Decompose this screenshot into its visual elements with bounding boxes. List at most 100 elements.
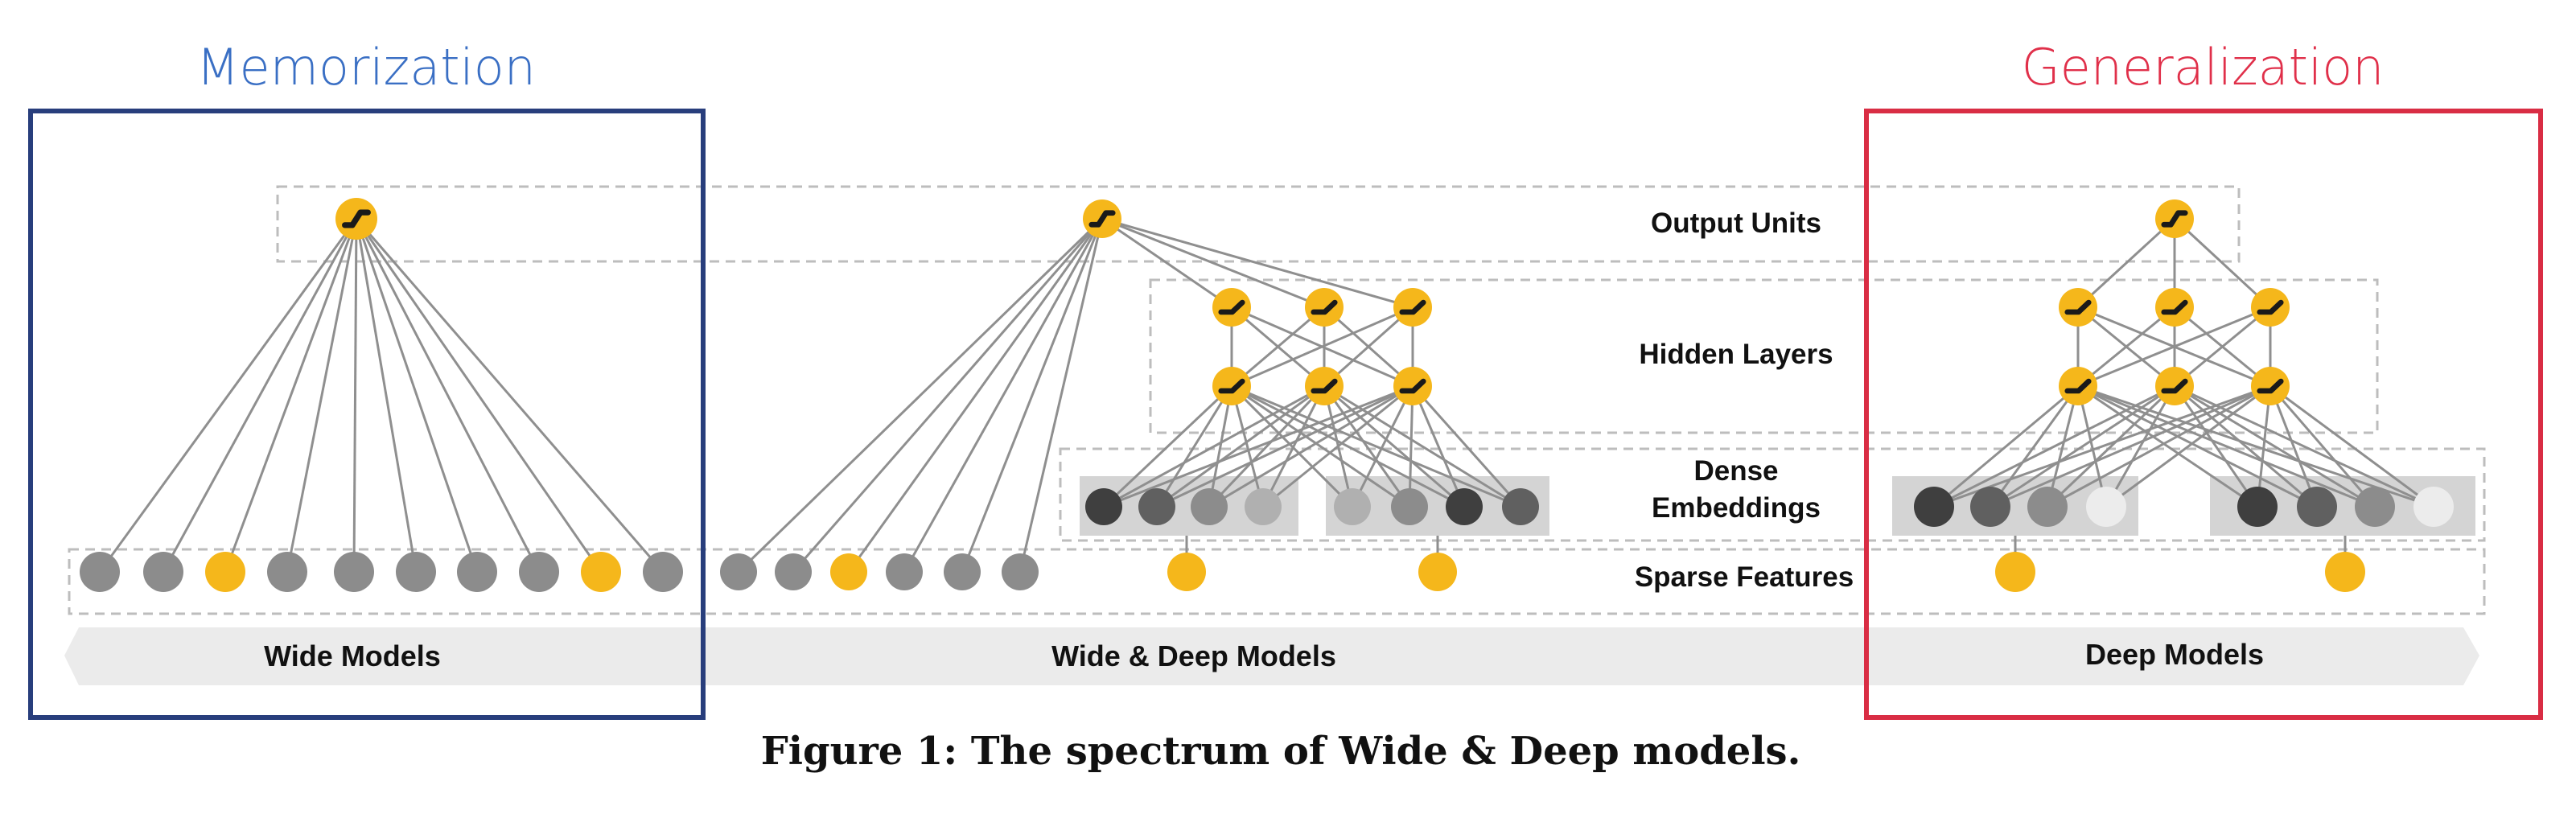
embedding-node bbox=[1138, 488, 1175, 525]
relu-unit-icon bbox=[2059, 288, 2097, 327]
embedding-node bbox=[2413, 487, 2454, 527]
relu-unit-icon bbox=[1212, 288, 1251, 327]
network-edge bbox=[2174, 384, 2376, 508]
sparse-feature-node bbox=[944, 553, 981, 590]
network-edge bbox=[2269, 385, 2376, 508]
network-edge bbox=[903, 218, 1104, 573]
network-edge bbox=[1323, 384, 1465, 508]
network-edge bbox=[1156, 384, 1414, 508]
embedding-node bbox=[1391, 488, 1428, 525]
network-edge bbox=[1990, 384, 2175, 508]
network-edge bbox=[1990, 384, 2271, 508]
network-edge bbox=[961, 218, 1104, 573]
network-edge bbox=[1323, 384, 1521, 508]
network-edge bbox=[1102, 384, 1233, 508]
sparse-features-box bbox=[68, 548, 2486, 615]
network-edge bbox=[1103, 384, 1325, 508]
sparse-feature-node bbox=[1995, 552, 2035, 592]
output-units-label: Output Units bbox=[1651, 208, 1821, 239]
sparse-feature-node bbox=[519, 552, 559, 592]
network-edge bbox=[1208, 384, 1326, 508]
network-edge bbox=[2077, 384, 2434, 508]
network-edge bbox=[2174, 384, 2318, 508]
network-edge bbox=[2076, 217, 2176, 309]
network-edge bbox=[1208, 384, 1414, 508]
sparse-feature-node bbox=[643, 552, 683, 592]
network-edge bbox=[2269, 385, 2319, 508]
network-edge bbox=[355, 218, 479, 573]
sigmoid-unit-icon bbox=[1083, 199, 1121, 238]
network-edge bbox=[2046, 384, 2176, 508]
network-edge bbox=[1208, 385, 1233, 508]
network-edge bbox=[1101, 217, 1232, 309]
sparse-feature-node bbox=[457, 552, 497, 592]
relu-unit-icon bbox=[2059, 367, 2097, 405]
network-edge bbox=[1323, 385, 1411, 508]
network-edge bbox=[2105, 385, 2176, 508]
network-edge bbox=[2256, 385, 2272, 508]
embedding-node bbox=[1245, 488, 1282, 525]
network-edge bbox=[1933, 384, 2271, 508]
relu-unit-icon bbox=[1393, 288, 1432, 327]
network-edge bbox=[224, 218, 358, 573]
embedding-node bbox=[1085, 488, 1122, 525]
network-edges bbox=[98, 217, 2434, 574]
network-edge bbox=[2077, 306, 2271, 388]
relu-unit-icon bbox=[1305, 288, 1344, 327]
sigmoid-unit-icon bbox=[2155, 199, 2194, 238]
network-edge bbox=[1989, 385, 2080, 508]
embedding-node bbox=[2027, 487, 2068, 527]
sparse-feature-node bbox=[267, 552, 307, 592]
relu-unit-icon bbox=[2251, 288, 2290, 327]
hidden-layers-label: Hidden Layers bbox=[1639, 339, 1833, 370]
network-edge bbox=[2077, 306, 2175, 388]
network-edge bbox=[1103, 384, 1414, 508]
network-edge bbox=[2077, 384, 2258, 508]
embedding-node bbox=[1334, 488, 1371, 525]
embedding-node bbox=[2297, 487, 2337, 527]
relu-unit-icon bbox=[2251, 367, 2290, 405]
embedding-node bbox=[1914, 487, 1954, 527]
network-edge bbox=[355, 218, 418, 573]
wide-models-label: Wide Models bbox=[264, 639, 441, 672]
dense-label-line2: Embeddings bbox=[1652, 492, 1821, 524]
sigmoid-unit-icon bbox=[335, 198, 377, 240]
network-edge bbox=[1231, 306, 1414, 388]
embedding-node bbox=[2355, 487, 2395, 527]
figure-caption: Figure 1: The spectrum of Wide & Deep mo… bbox=[761, 729, 1801, 774]
network-edge bbox=[1351, 385, 1414, 508]
network-edge bbox=[98, 218, 358, 573]
wide-deep-models-label: Wide & Deep Models bbox=[1051, 639, 1336, 672]
network-edge bbox=[2047, 384, 2271, 508]
network-edge bbox=[1230, 384, 1354, 508]
sparse-feature-node bbox=[1418, 553, 1457, 591]
sparse-feature-node bbox=[886, 553, 923, 590]
network-edge bbox=[1262, 384, 1414, 508]
network-edge bbox=[1933, 384, 2175, 508]
network-edge bbox=[792, 218, 1104, 573]
memorization-box bbox=[28, 109, 706, 720]
layer-boxes bbox=[68, 185, 2486, 615]
network-edge bbox=[355, 218, 541, 573]
network-edge bbox=[1231, 384, 1521, 508]
network-edge bbox=[2269, 384, 2434, 508]
sparse-feature-node bbox=[143, 552, 183, 592]
deep-models-label: Deep Models bbox=[2085, 638, 2264, 671]
generalization-heading: Generalization bbox=[2022, 38, 2385, 97]
network-edge bbox=[2105, 384, 2271, 508]
network-edge bbox=[1156, 384, 1325, 508]
network-edge bbox=[2077, 384, 2376, 508]
embedding-node bbox=[1446, 488, 1483, 525]
network-edge bbox=[1231, 306, 1325, 388]
network-edge bbox=[1231, 384, 1465, 508]
network-edge bbox=[355, 218, 603, 573]
sparse-feature-node bbox=[334, 552, 374, 592]
network-edge bbox=[1933, 384, 2079, 508]
dense-embeddings-box bbox=[1059, 447, 2486, 542]
relu-unit-icon bbox=[1393, 367, 1432, 405]
embedding-node bbox=[2086, 487, 2126, 527]
network-edge bbox=[1101, 217, 1325, 309]
network-edge bbox=[162, 218, 358, 573]
network-edge bbox=[1101, 217, 1414, 309]
network-edge bbox=[355, 218, 665, 573]
